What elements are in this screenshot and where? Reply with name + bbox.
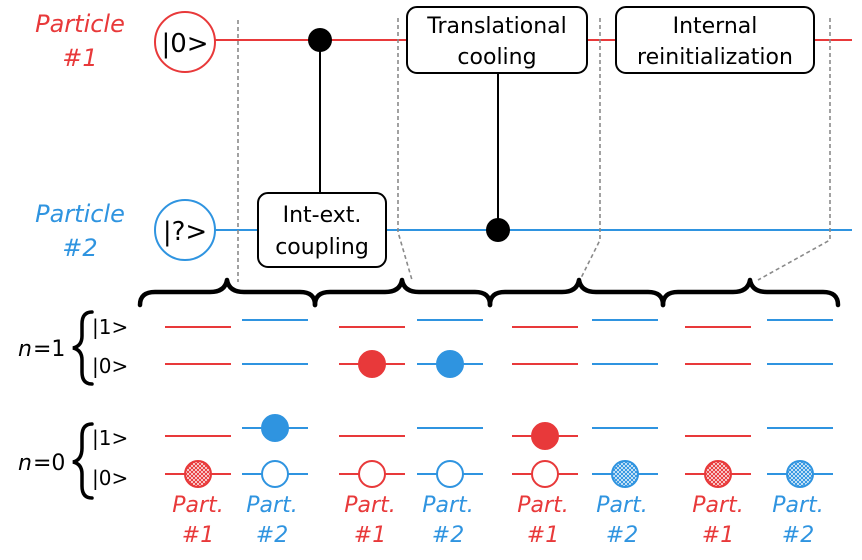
n1-level-down: |0> <box>92 354 128 378</box>
stage2-part2-label-line1: Part. <box>422 493 473 518</box>
stage3-p2-hatched-population-marker <box>611 460 639 488</box>
stage4-part2-label-line2: #2 <box>782 523 814 548</box>
stage1-part1-label-line2: #1 <box>182 523 214 548</box>
int-ext-coupling-line1: Int-ext. <box>283 203 362 228</box>
stage3-part1-label-line1: Part. <box>517 493 568 518</box>
translational-cooling-box <box>406 6 588 74</box>
int-ext-coupling-box <box>257 192 387 268</box>
n0-eq: =0 <box>33 451 65 476</box>
cooling-control-dot <box>486 218 510 242</box>
particle-1-label-line2: #1 <box>62 44 97 72</box>
translational-cooling-line2: cooling <box>457 45 536 70</box>
coupling-control-dot <box>308 28 332 52</box>
internal-reinit-box <box>615 6 815 74</box>
translational-cooling-line1: Translational <box>426 14 566 39</box>
particle-2-label-line1: Particle <box>35 200 125 228</box>
particle-1-state: |0> <box>161 29 208 59</box>
stage3-part2-label-line2: #2 <box>606 523 638 548</box>
int-ext-coupling-line2: coupling <box>275 235 369 260</box>
n1-var: n <box>18 337 32 362</box>
column-labels: Part. #1 Part. #2 Part. #1 Part. #2 Part… <box>172 493 823 548</box>
n0-level-brace <box>72 422 94 500</box>
stage2-p1-empty-population-marker <box>358 460 386 488</box>
particle-1-state-circle <box>154 11 216 73</box>
stage1-part2-label-line1: Part. <box>246 493 297 518</box>
stage2-p1-filled-population-marker <box>358 350 386 378</box>
stage-braces <box>137 277 841 308</box>
stage1-p1-hatched-population-marker <box>184 460 212 488</box>
internal-reinit-line1: Internal <box>673 14 758 39</box>
stage4-part1-label-line2: #1 <box>702 523 734 548</box>
energy-level-lines <box>165 319 833 475</box>
stage-separators <box>237 18 831 282</box>
stage2-part1-label-line2: #1 <box>354 523 386 548</box>
stage4-p2-hatched-population-marker <box>786 460 814 488</box>
stage2-p2-empty-population-marker <box>436 460 464 488</box>
stage4-p1-hatched-population-marker <box>704 460 732 488</box>
stage3-p1-filled-population-marker <box>531 422 559 450</box>
particle-2-state-circle <box>154 199 216 261</box>
particle-2-label-line2: #2 <box>62 234 97 262</box>
n1-level-up: |1> <box>92 315 128 339</box>
n0-var: n <box>18 451 32 476</box>
n1-eq: =1 <box>33 337 65 362</box>
n0-level-up: |1> <box>92 426 128 450</box>
stage1-p2-filled-population-marker <box>261 414 289 442</box>
population-markers <box>184 350 814 488</box>
stage3-p1-empty-population-marker <box>531 460 559 488</box>
stage3-part2-label-line1: Part. <box>596 493 647 518</box>
stage3-part1-label-line2: #1 <box>527 523 559 548</box>
internal-reinit-line2: reinitialization <box>637 45 793 70</box>
stage4-part2-label-line1: Part. <box>772 493 823 518</box>
particle-2-state: |?> <box>163 217 207 247</box>
stage2-part2-label-line2: #2 <box>432 523 464 548</box>
stage1-part1-label-line1: Part. <box>172 493 223 518</box>
stage1-part2-label-line2: #2 <box>256 523 288 548</box>
stage2-part1-label-line1: Part. <box>344 493 395 518</box>
n0-level-down: |0> <box>92 466 128 490</box>
particle-1-label-line1: Particle <box>35 10 125 38</box>
stage1-p2-empty-population-marker <box>261 460 289 488</box>
n1-level-brace <box>72 310 94 386</box>
stage2-p2-filled-population-marker <box>436 350 464 378</box>
stage4-part1-label-line1: Part. <box>692 493 743 518</box>
